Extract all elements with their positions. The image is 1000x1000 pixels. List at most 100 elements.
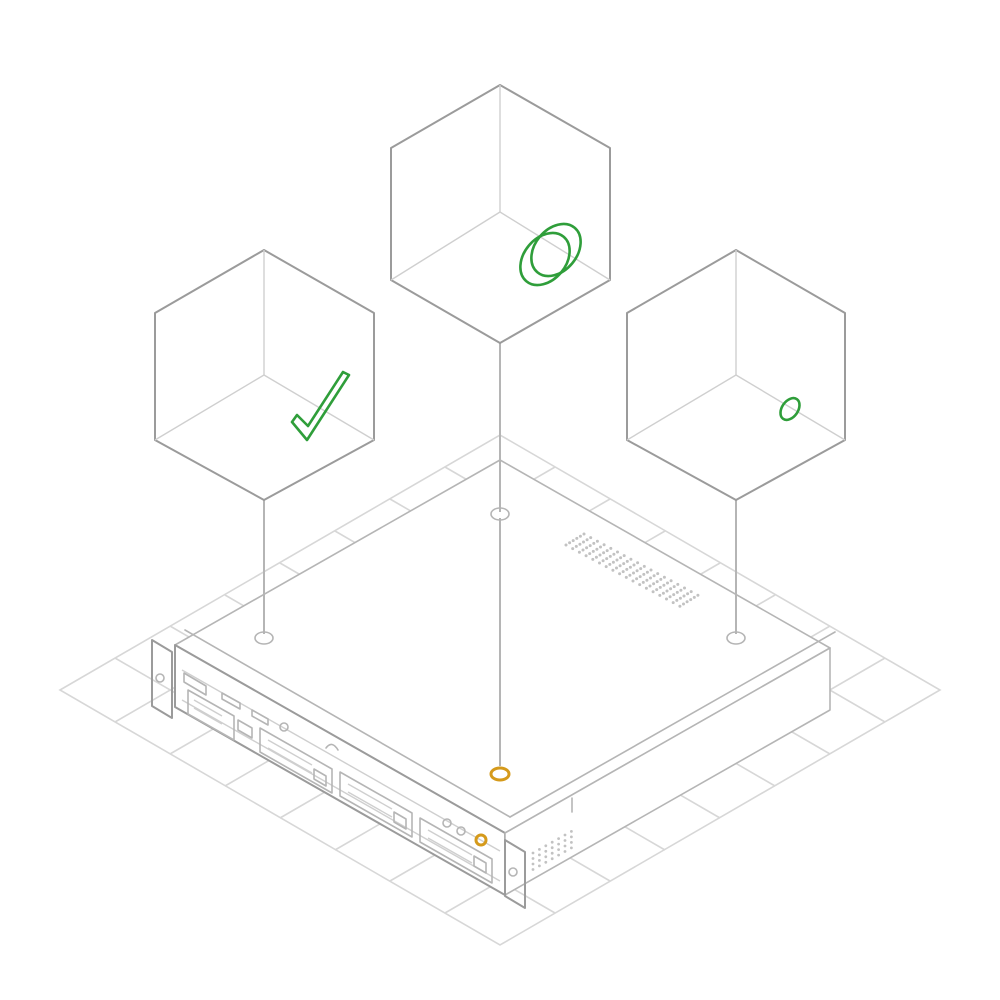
vent-hole [531, 868, 535, 871]
side-vent-grille [531, 830, 573, 871]
vent-hole [575, 536, 579, 540]
vent-hole [608, 554, 612, 558]
cube-center [390, 84, 611, 344]
vent-hole [595, 547, 599, 551]
vent-hole [649, 576, 652, 580]
anchor-left [254, 631, 274, 645]
cube-left [154, 249, 375, 501]
vent-hole [544, 844, 548, 848]
vent-hole [661, 591, 665, 595]
vent-hole [668, 595, 672, 599]
vent-hole [609, 546, 613, 550]
vent-hole [644, 586, 648, 590]
anchor-right [726, 631, 746, 645]
vent-hole [531, 862, 535, 866]
vent-hole [599, 545, 602, 549]
vent-hole [675, 598, 679, 602]
vent-hole [621, 570, 625, 574]
vent-hole [598, 561, 601, 565]
vent-hole [563, 839, 567, 842]
vent-hole [622, 562, 626, 566]
vent-hole [619, 556, 623, 560]
vent-hole [639, 567, 643, 571]
vent-hole [557, 848, 560, 851]
vent-hole [604, 565, 608, 569]
vent-hole [615, 566, 618, 570]
vent-hole [538, 859, 541, 862]
vent-hole [689, 598, 693, 602]
vent-hole [557, 853, 560, 857]
vent-hole [544, 855, 548, 859]
vent-hole [592, 541, 596, 545]
vent-hole [641, 580, 645, 584]
vent-hole [645, 578, 649, 582]
vent-hole [628, 565, 632, 569]
vent-hole [632, 571, 635, 575]
vent-hole [550, 840, 554, 844]
vent-hole [563, 844, 567, 848]
vent-hole [649, 568, 653, 572]
vent-hole [682, 594, 686, 598]
vent-hole [564, 543, 568, 547]
vent-hole [689, 590, 693, 594]
checkmark-icon [290, 370, 351, 442]
vent-hole [651, 590, 655, 594]
vent-hole [563, 833, 567, 837]
vent-hole [605, 557, 609, 561]
vent-hole [550, 851, 554, 855]
vent-hole [574, 544, 578, 548]
vent-hole [589, 536, 593, 540]
vent-hole [616, 550, 619, 554]
rack-ear-left [151, 639, 173, 719]
vent-hole [665, 597, 668, 601]
vent-hole [618, 572, 622, 576]
vent-hole [683, 586, 686, 590]
vent-hole [581, 548, 585, 552]
vent-hole [557, 837, 560, 840]
vent-hole [696, 593, 700, 597]
vent-hole [585, 546, 589, 550]
vent-hole [632, 563, 636, 567]
vent-hole [625, 559, 629, 563]
vent-hole [629, 557, 633, 561]
vent-hole [636, 561, 640, 565]
vent-hole [531, 857, 535, 860]
rack-ear-right [504, 839, 526, 909]
vent-hole [591, 549, 595, 553]
anchor-center-back [490, 507, 510, 521]
vent-hole [692, 595, 696, 599]
vent-hole [584, 554, 588, 558]
vent-hole [598, 553, 602, 557]
vent-hole [544, 849, 548, 853]
vent-hole [585, 538, 589, 542]
vent-hole [672, 585, 676, 589]
vent-hole [625, 567, 629, 571]
vent-hole [628, 573, 632, 577]
vent-hole [676, 582, 680, 586]
interlocked-rings-icon [519, 222, 582, 287]
vent-hole [624, 575, 628, 579]
vent-hole [666, 581, 669, 585]
vent-hole [645, 570, 649, 574]
vent-hole [582, 532, 586, 536]
vent-hole [602, 551, 606, 555]
vent-hole [538, 864, 541, 868]
vent-hole [659, 577, 663, 581]
vent-hole [678, 604, 682, 608]
vent-hole [602, 543, 606, 547]
vent-hole [622, 554, 626, 558]
vent-hole [656, 572, 660, 576]
vent-hole [652, 582, 656, 586]
vent-hole [538, 848, 541, 851]
vent-hole [571, 547, 575, 551]
vent-hole [605, 549, 609, 553]
connectors [263, 343, 737, 766]
anchor-points [254, 507, 746, 782]
vent-hole [642, 572, 646, 576]
front-panel [181, 669, 501, 884]
vent-hole [669, 579, 673, 583]
vent-hole [631, 579, 635, 583]
vent-hole [655, 580, 659, 584]
vent-hole [578, 534, 582, 538]
vent-hole [571, 539, 575, 543]
